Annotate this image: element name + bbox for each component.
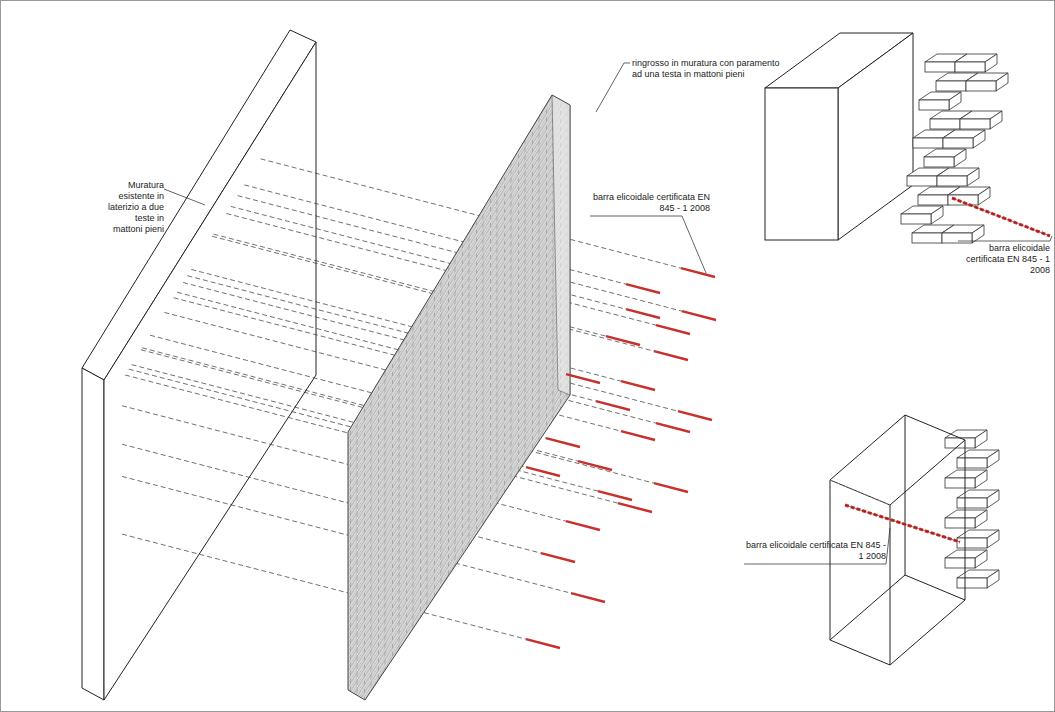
brick [975, 510, 987, 528]
leader-line [744, 528, 890, 564]
brick [987, 450, 999, 468]
red-bar [682, 311, 716, 320]
red-bar [571, 593, 605, 602]
red-bar [526, 639, 560, 648]
brick [957, 538, 987, 548]
brick [987, 570, 999, 588]
red-bar [621, 381, 655, 390]
red-bar [678, 411, 712, 420]
red-bar [541, 553, 575, 562]
brick [925, 62, 955, 72]
brick [931, 206, 943, 224]
brick [975, 470, 987, 488]
red-bar [598, 491, 632, 500]
leader-line [590, 216, 706, 273]
brick [945, 478, 975, 488]
brick [949, 92, 961, 110]
brick-skin [348, 95, 570, 700]
red-bar [566, 374, 600, 383]
brick [912, 233, 942, 243]
brick [918, 195, 948, 205]
brick [936, 81, 966, 91]
brick [945, 438, 975, 448]
brick [930, 119, 960, 129]
red-bar [618, 503, 652, 512]
brick [967, 168, 979, 186]
brick [987, 530, 999, 548]
detail-bottom [830, 415, 905, 640]
red-bar [654, 351, 688, 360]
brick [942, 233, 972, 243]
detail-top [765, 33, 913, 240]
brick [985, 54, 997, 72]
red-bar [656, 325, 690, 334]
brick [957, 458, 987, 468]
red-bar [626, 309, 660, 318]
brick [924, 157, 954, 167]
red-bar [626, 284, 660, 293]
brick [975, 550, 987, 568]
brick [996, 73, 1008, 91]
red-bar [578, 461, 612, 470]
part-label: Muratura esistente in laterizio a due te… [104, 180, 164, 235]
red-bar [606, 336, 640, 345]
part-label: ringrosso in muratura con paramento ad u… [632, 58, 780, 80]
brick [919, 100, 949, 110]
detail-bricks [945, 430, 999, 588]
red-bar [681, 268, 715, 277]
bar-label: barra elicoidale certificata EN 845 - 1 … [958, 243, 1050, 276]
bar-label: barra elicoidale certificata EN 845 - 1 … [744, 540, 886, 562]
helical-bar [845, 505, 960, 542]
brick [975, 430, 987, 448]
red-bar [566, 521, 600, 530]
red-bars [526, 268, 716, 648]
bar-label: barra elicoidale certificata EN 845 - 1 … [590, 192, 710, 214]
brick [960, 119, 990, 129]
brick [954, 149, 966, 167]
leader-line [958, 236, 1052, 241]
brick [945, 518, 975, 528]
brick [901, 214, 931, 224]
brick [943, 138, 973, 148]
red-bar [526, 467, 560, 476]
leader-line [596, 63, 630, 112]
brick [973, 130, 985, 148]
brick [972, 225, 984, 243]
red-bar [596, 401, 630, 410]
brick [957, 498, 987, 508]
brick [987, 490, 999, 508]
brick [957, 578, 987, 588]
red-bar [656, 423, 690, 432]
brick [913, 138, 943, 148]
brick [990, 111, 1002, 129]
helical-bar [952, 198, 1050, 236]
brick [937, 176, 967, 186]
brick [955, 62, 985, 72]
brick [978, 187, 990, 205]
red-bar [546, 438, 580, 447]
red-bar [654, 483, 688, 492]
brick [945, 558, 975, 568]
leader-line [164, 189, 205, 205]
brick [966, 81, 996, 91]
red-bar [621, 431, 655, 440]
brick [907, 176, 937, 186]
